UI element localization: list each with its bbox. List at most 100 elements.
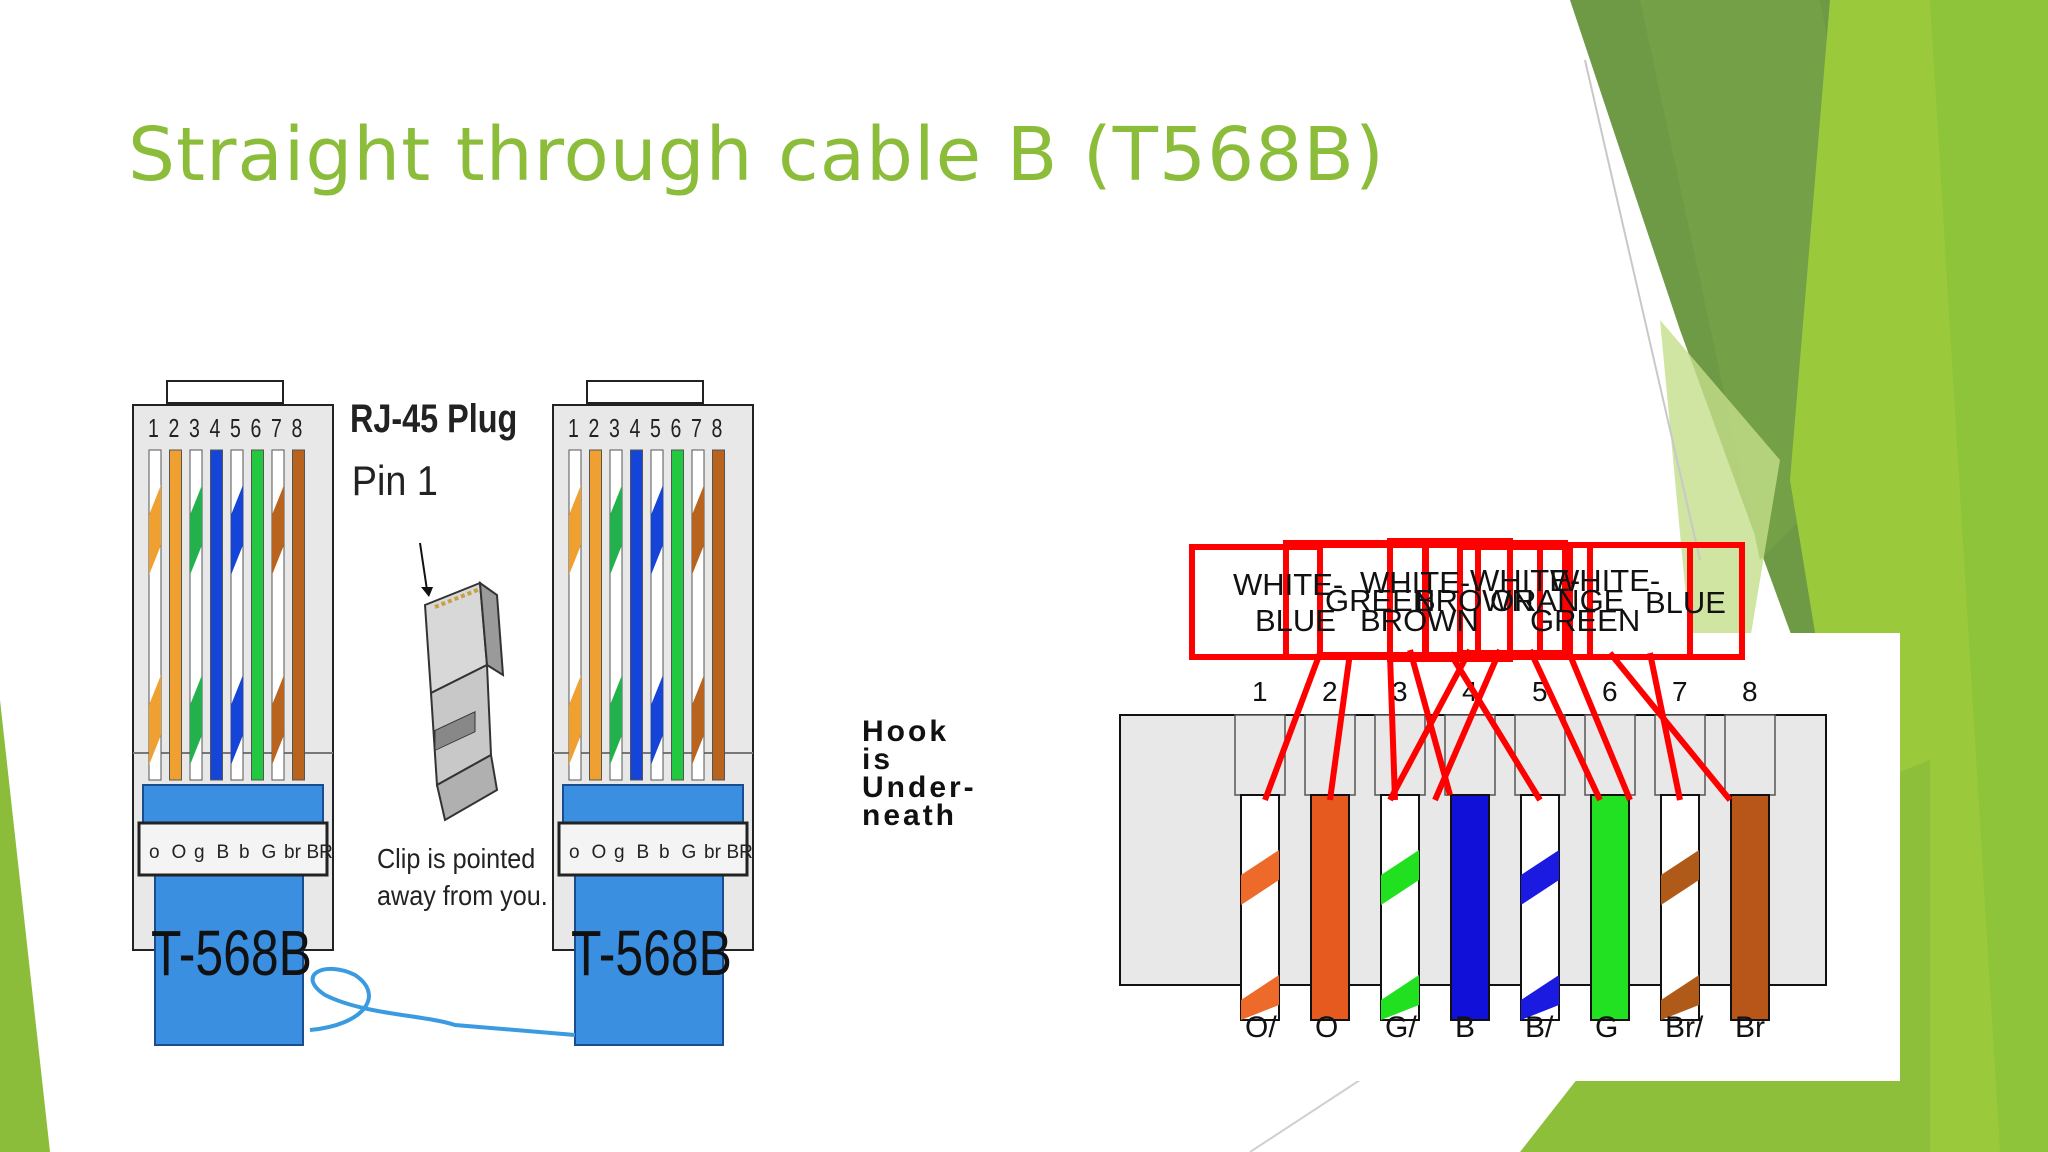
hook-note-1: Hook bbox=[862, 715, 949, 748]
plug-pin-number: 5 bbox=[650, 413, 661, 442]
plug-wire-stripe bbox=[272, 485, 284, 575]
plug-pin-number: 6 bbox=[671, 413, 682, 442]
plug-wire-code: B bbox=[217, 842, 230, 863]
arrow-head bbox=[421, 587, 433, 597]
plug-wire-stripe bbox=[149, 485, 161, 575]
plug-wire bbox=[169, 449, 182, 781]
connector-wire bbox=[1590, 794, 1630, 1021]
thin-line bbox=[1584, 59, 1701, 561]
connector-wire-code: Br bbox=[1735, 1011, 1765, 1044]
plug-wire-code: o bbox=[569, 842, 580, 863]
connector-slot bbox=[1514, 714, 1566, 796]
plug-pin-number: 6 bbox=[251, 413, 262, 442]
connector-wire-code: B bbox=[1455, 1011, 1475, 1044]
plug-wire-code: b bbox=[659, 842, 670, 863]
plug-code-strip bbox=[557, 821, 749, 877]
connector-pin-number: 8 bbox=[1742, 676, 1758, 707]
connector-wire-stripe bbox=[1521, 850, 1559, 905]
plug-sketch-icon bbox=[423, 580, 505, 822]
thin-line-bottom bbox=[1249, 1079, 1361, 1152]
plug-pin-number: 3 bbox=[609, 413, 620, 442]
plug-wire-code: O bbox=[592, 842, 607, 863]
plug-wire-stripe bbox=[231, 485, 243, 575]
callout-a2: BLUE bbox=[1255, 603, 1336, 638]
red-callouts bbox=[1189, 538, 1745, 802]
plug-wire-stripe bbox=[569, 485, 581, 575]
plug-wire bbox=[210, 449, 223, 781]
plug-wire bbox=[630, 449, 643, 781]
plug-standard-label: T-568B bbox=[151, 918, 312, 989]
connector-pin-number: 2 bbox=[1322, 676, 1338, 707]
plug-wire bbox=[712, 449, 725, 781]
plug-pin-number: 8 bbox=[292, 413, 303, 442]
callout-e1: ORANGE bbox=[1490, 583, 1624, 618]
connector-wire-code: Br/ bbox=[1665, 1011, 1704, 1044]
plug-wire-code: br bbox=[284, 842, 302, 863]
plug-pin-number: 7 bbox=[691, 413, 702, 442]
hook-note-2: is bbox=[862, 743, 893, 776]
connector-wire bbox=[1310, 794, 1350, 1021]
plug-wire-stripe bbox=[692, 485, 704, 575]
green-facet-left bbox=[0, 700, 50, 1152]
connector-pin-number: 6 bbox=[1602, 676, 1618, 707]
plug-wire-code: br bbox=[704, 842, 722, 863]
plug-code-strip bbox=[137, 821, 329, 877]
plug-pin-number: 1 bbox=[148, 413, 159, 442]
plug-wire-code: G bbox=[682, 842, 697, 863]
hook-note-3: Under- bbox=[862, 771, 977, 804]
callout-f2: GREEN bbox=[1530, 603, 1640, 638]
connector-wire-stripe bbox=[1381, 850, 1419, 905]
plug-pin-number: 4 bbox=[210, 413, 221, 442]
green-facet-bright bbox=[1930, 0, 2048, 1152]
plug-pin-number: 8 bbox=[712, 413, 723, 442]
plug-pin-number: 2 bbox=[589, 413, 600, 442]
plug-wire bbox=[589, 449, 602, 781]
connector-wire-code: G/ bbox=[1385, 1011, 1417, 1044]
cable-loop bbox=[309, 966, 576, 1037]
plug-pin-number: 4 bbox=[630, 413, 641, 442]
plug-wire-code: O bbox=[172, 842, 187, 863]
callout-d2: BROWN bbox=[1360, 603, 1479, 638]
plug-wire-code: b bbox=[239, 842, 250, 863]
callout-c1: BROWN bbox=[1415, 583, 1534, 618]
plug-wire-stripe bbox=[651, 485, 663, 575]
plug-pin-number: 5 bbox=[230, 413, 241, 442]
slide-title: Straight through cable B (T568B) bbox=[128, 112, 1385, 198]
connector-wire bbox=[1450, 794, 1490, 1021]
plug-wire-code: g bbox=[614, 842, 625, 863]
plug-wire-code: BR bbox=[307, 842, 333, 863]
plug-standard-label: T-568B bbox=[571, 918, 732, 989]
plug-wire-code: BR bbox=[727, 842, 753, 863]
connector-wire-code: B/ bbox=[1525, 1011, 1554, 1044]
callout-f1: WHITE- bbox=[1550, 563, 1660, 598]
connector-wire-code: O/ bbox=[1245, 1011, 1277, 1044]
plug-wire-code: G bbox=[262, 842, 277, 863]
connector-slot bbox=[1234, 714, 1286, 796]
hook-note-4: neath bbox=[862, 799, 957, 832]
plug-pin-number: 7 bbox=[271, 413, 282, 442]
connector-pin-number: 7 bbox=[1672, 676, 1688, 707]
plug-pin-number: 1 bbox=[568, 413, 579, 442]
clip-note-line2: away from you. bbox=[377, 880, 548, 912]
callout-g1: BLUE bbox=[1645, 585, 1726, 620]
plug-pin-number: 3 bbox=[189, 413, 200, 442]
plug-tab bbox=[166, 380, 284, 404]
plug-wire bbox=[292, 449, 305, 781]
connector-pin-number: 3 bbox=[1392, 676, 1408, 707]
plug-wire-code: g bbox=[194, 842, 205, 863]
plug-tab bbox=[586, 380, 704, 404]
callout-d1: WHITE- bbox=[1470, 563, 1580, 598]
connector-wire-code: G bbox=[1595, 1011, 1618, 1044]
plug-pin-number: 2 bbox=[169, 413, 180, 442]
clip-note-line1: Clip is pointed bbox=[377, 843, 535, 875]
pin-1-arrow bbox=[419, 542, 428, 591]
rj45-heading: RJ-45 Plug bbox=[350, 396, 517, 441]
pin-1-label: Pin 1 bbox=[352, 458, 438, 504]
callout-b1: WHITE- bbox=[1360, 565, 1470, 600]
